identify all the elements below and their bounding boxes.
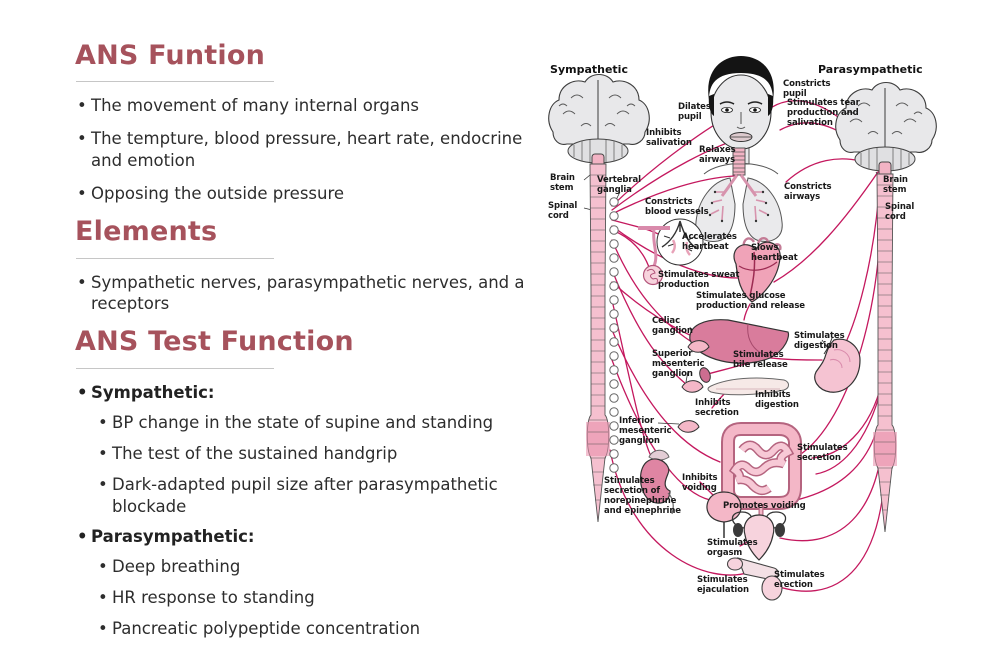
label-stimulates-bile: Stimulates bile release <box>733 350 788 370</box>
kidney-adrenal <box>639 449 674 515</box>
label-stimulates-tear: Stimulates tear production and salivatio… <box>787 98 860 128</box>
group-sympathetic: Sympathetic: BP change in the state of s… <box>75 382 553 518</box>
bullet-item: The movement of many internal organs <box>75 95 553 117</box>
label-brain-stem-right: Brain stem <box>883 175 908 195</box>
section-heading: ANS Test Function <box>75 326 354 358</box>
label-stimulates-norepinephrine: Stimulates secretion of norepinephrine a… <box>604 476 681 516</box>
lungs <box>695 147 783 242</box>
section-elements: Elements Sympathetic nerves, parasympath… <box>75 216 553 315</box>
heart <box>733 237 782 303</box>
bullet-item: Dark-adapted pupil size after parasympat… <box>96 474 553 518</box>
sweat-gland <box>638 226 670 286</box>
group-parasympathetic: Parasympathetic: Deep breathing HR respo… <box>75 526 553 640</box>
section-heading: Elements <box>75 216 218 248</box>
label-constricts-pupil: Constricts pupil <box>783 79 831 99</box>
label-inferior-mesenteric: Inferior mesenteric ganglion <box>619 416 672 446</box>
bullet-item: The tempture, blood pressure, heart rate… <box>75 128 553 172</box>
division-title-sympathetic: Sympathetic <box>550 63 628 76</box>
label-accelerates-heartbeat: Accelerates heartbeat <box>682 232 737 252</box>
heading-divider <box>76 81 274 83</box>
section-ans-function: ANS Funtion The movement of many interna… <box>75 40 553 205</box>
anatomy-illustration <box>548 56 937 601</box>
bullet-item: BP change in the state of supine and sta… <box>96 412 553 434</box>
label-superior-mesenteric: Superior mesenteric ganglion <box>652 349 705 379</box>
face <box>703 56 779 175</box>
inferior-mesenteric-ganglion-shape <box>677 420 700 433</box>
label-inhibits-secretion: Inhibits secretion <box>695 398 739 418</box>
label-celiac-ganglion: Celiac ganglion <box>652 316 693 336</box>
label-constricts-blood-vessels: Constricts blood vessels <box>645 197 709 217</box>
bullet-item: Deep breathing <box>96 556 553 578</box>
label-stimulates-erection: Stimulates erection <box>774 570 825 590</box>
label-stimulates-glucose: Stimulates glucose production and releas… <box>696 291 805 311</box>
bullet-item: Sympathetic nerves, parasympathetic nerv… <box>75 272 553 316</box>
label-inhibits-digestion: Inhibits digestion <box>755 390 799 410</box>
vertebral-ganglia-chain <box>609 197 619 473</box>
uterus <box>731 511 787 561</box>
label-spinal-cord-left: Spinal cord <box>548 201 578 221</box>
label-stimulates-orgasm: Stimulates orgasm <box>707 538 758 558</box>
sympathetic-brain <box>548 73 650 171</box>
label-brain-stem-left: Brain stem <box>550 173 575 193</box>
bullet-item: HR response to standing <box>96 587 553 609</box>
liver <box>689 319 790 364</box>
label-relaxes-airways: Relaxes airways <box>699 145 736 165</box>
label-promotes-voiding: Promotes voiding <box>723 501 806 511</box>
notes-panel: ANS Funtion The movement of many interna… <box>75 40 553 649</box>
section-ans-test-function: ANS Test Function Sympathetic: BP change… <box>75 326 553 640</box>
sub-list: BP change in the state of supine and sta… <box>96 412 553 518</box>
bullet-item: Opposing the outside pressure <box>75 183 553 205</box>
superior-mesenteric-ganglion-shape <box>681 380 704 393</box>
label-stimulates-secretion: Stimulates secretion <box>797 443 848 463</box>
label-spinal-cord-right: Spinal cord <box>885 202 915 222</box>
label-inhibits-salivation: Inhibits salivation <box>646 128 692 148</box>
heading-divider <box>76 257 274 259</box>
label-slows-heartbeat: Slows heartbeat <box>751 243 798 263</box>
label-stimulates-sweat: Stimulates sweat production <box>658 270 740 290</box>
division-title-parasympathetic: Parasympathetic <box>818 63 923 76</box>
heading-divider <box>76 367 274 369</box>
label-vertebral-ganglia: Vertebral ganglia <box>597 175 641 195</box>
bullet-item: The test of the sustained handgrip <box>96 443 553 465</box>
stomach <box>814 337 861 393</box>
sub-list: Deep breathing HR response to standing P… <box>96 556 553 640</box>
sympathetic-spinal-cord <box>585 163 611 523</box>
group-label: Parasympathetic: <box>75 526 553 548</box>
pancreas-gallbladder <box>699 367 789 396</box>
label-stimulates-ejaculation: Stimulates ejaculation <box>697 575 749 595</box>
parasympathetic-brain <box>835 81 937 179</box>
section-heading: ANS Funtion <box>75 40 266 71</box>
label-inhibits-voiding: Inhibits voiding <box>682 473 718 493</box>
label-dilates-pupil: Dilates pupil <box>678 102 711 122</box>
group-label: Sympathetic: <box>75 382 553 404</box>
label-constricts-airways: Constricts airways <box>784 182 832 202</box>
bullet-item: Pancreatic polypeptide concentration <box>96 618 553 640</box>
ans-anatomy-diagram: Sympathetic Parasympathetic Dilates pupi… <box>540 30 1000 658</box>
penis <box>726 557 783 601</box>
blood-vessels <box>656 218 704 266</box>
label-stimulates-digestion: Stimulates digestion <box>794 331 845 351</box>
